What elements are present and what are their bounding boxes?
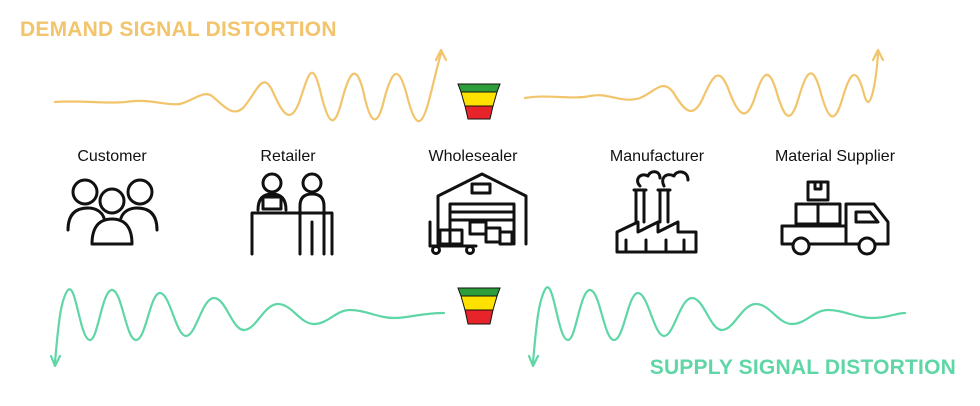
demand-arrow-right [871, 48, 885, 62]
supply-arrow-right [527, 354, 540, 368]
supply-arrow-left [49, 354, 62, 368]
delivery-truck-icon [780, 180, 890, 256]
funnel-bottom [457, 287, 501, 325]
stage-label-manufacturer: Manufacturer [609, 148, 705, 165]
funnel-top [457, 83, 501, 120]
stage-label-material-supplier: Material Supplier [774, 148, 896, 165]
stage-label-customer: Customer [77, 148, 147, 165]
supply-wave-right [531, 286, 907, 364]
demand-arrow-left [434, 48, 448, 62]
factory-icon [615, 170, 698, 254]
stage-label-wholesaler: Wholesealer [428, 148, 518, 165]
supply-waves [49, 286, 907, 368]
demand-title: DEMAND SIGNAL DISTORTION [20, 18, 337, 41]
demand-wave-right [523, 52, 880, 118]
counter-service-icon [250, 172, 334, 256]
demand-wave-left [53, 52, 443, 123]
supply-wave-left [53, 288, 446, 364]
people-group-icon [66, 178, 159, 246]
stage-label-retailer: Retailer [260, 148, 316, 165]
demand-waves [53, 48, 885, 123]
supply-title: SUPPLY SIGNAL DISTORTION [649, 356, 956, 379]
warehouse-icon [428, 172, 528, 255]
